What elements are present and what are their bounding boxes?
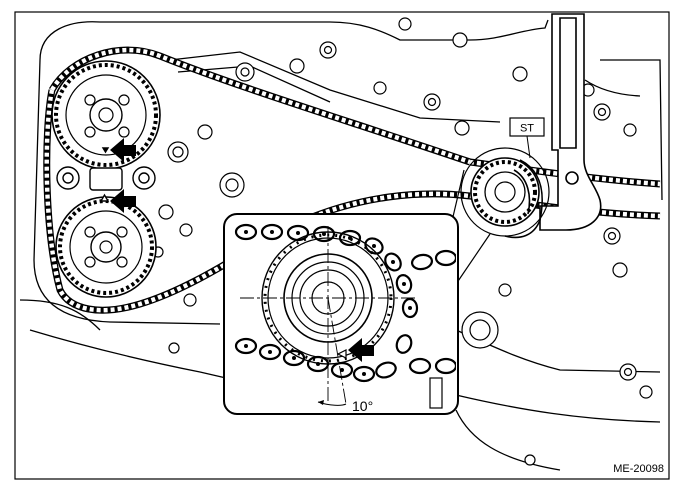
- tool-label: ST: [509, 117, 545, 159]
- detail-inset: 10°: [223, 213, 459, 415]
- bolt-bosses: [152, 17, 653, 466]
- bracket: [429, 377, 443, 409]
- lower-cam-sprocket: [55, 196, 157, 298]
- left-timing-chain: [43, 46, 472, 314]
- triangle-mark-icon: [99, 147, 110, 202]
- upper-cam-sprocket: [51, 60, 161, 170]
- svg-text:ST: ST: [520, 123, 534, 135]
- arrow-left-icon: [348, 338, 374, 362]
- crank-sprocket: [470, 157, 540, 227]
- intermediate-gears: [56, 166, 156, 191]
- figure-code: ME-20098: [613, 463, 664, 475]
- arrow-left-icon: [110, 138, 136, 213]
- angle-label: 10°: [352, 398, 373, 414]
- special-tool: [504, 13, 602, 239]
